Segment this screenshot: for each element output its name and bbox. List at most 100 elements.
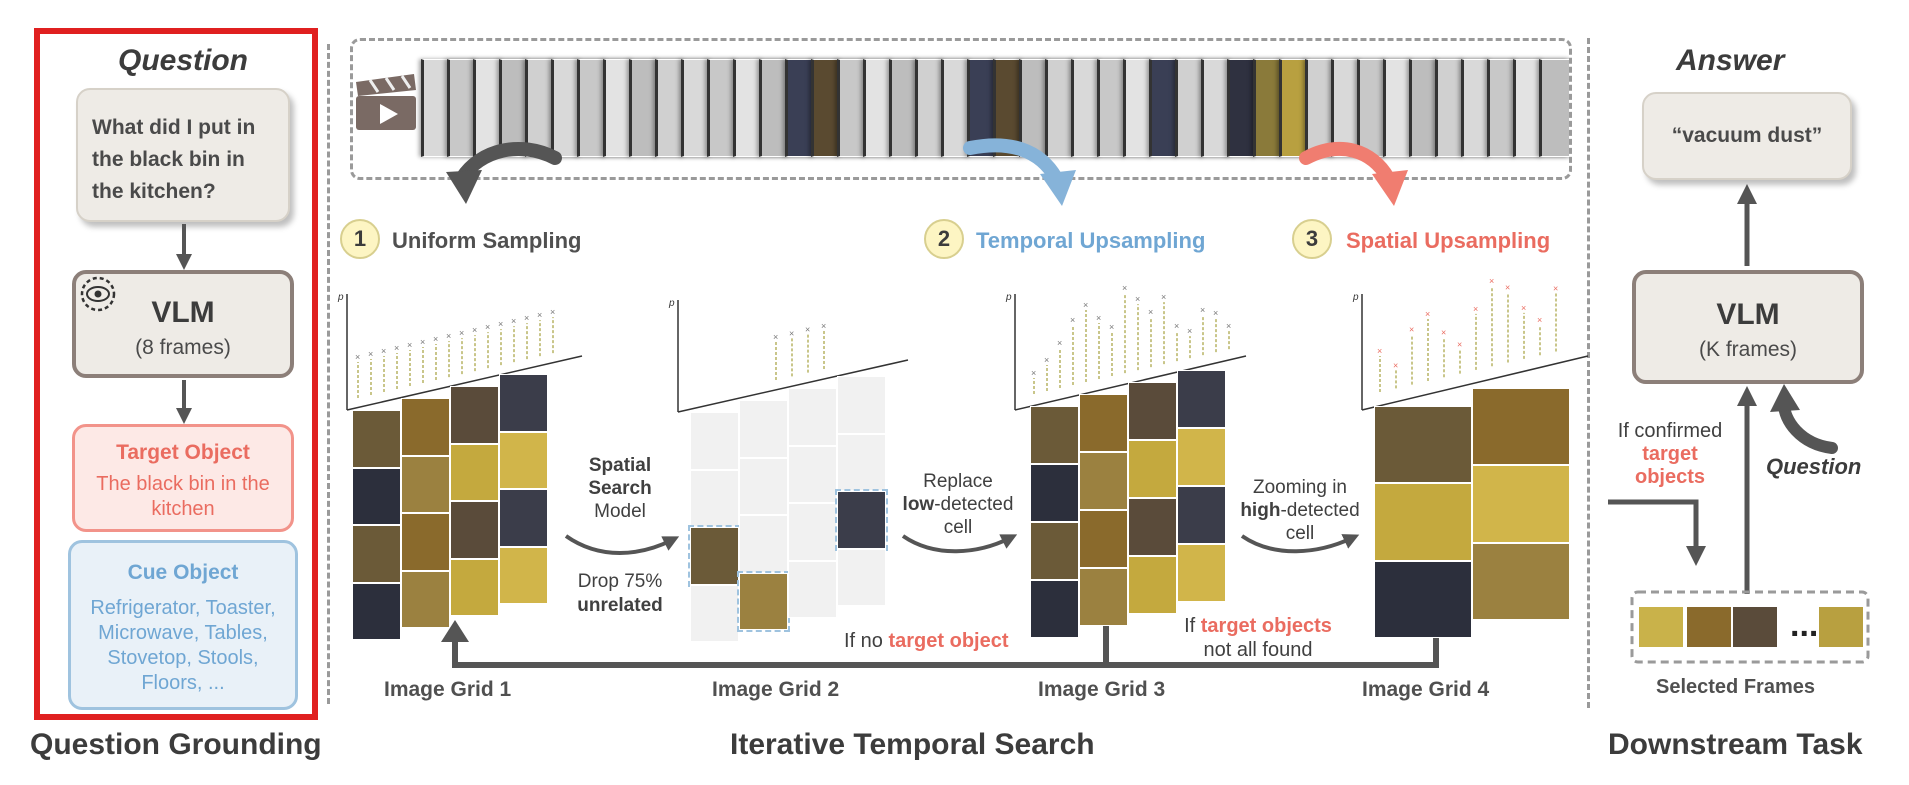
probability-marker: ×	[485, 322, 490, 332]
step-badge-2: 2	[924, 219, 964, 259]
selected-frames-box	[1630, 590, 1870, 664]
probability-marker: ×	[1200, 305, 1205, 315]
probability-marker: ×	[1393, 360, 1398, 370]
zoom-line-bold: high	[1240, 500, 1281, 521]
selected-frame-thumbnail	[1818, 606, 1864, 648]
zoom-line: cell	[1285, 523, 1315, 544]
divider-left	[327, 44, 330, 704]
zoom-line: Zooming in	[1253, 477, 1347, 498]
vlm-title: VLM	[1716, 298, 1780, 331]
cue-object-card: Cue Object Refrigerator, Toaster, Microw…	[68, 540, 298, 710]
probability-marker: ×	[1109, 322, 1114, 332]
if-no-target: target object	[888, 630, 1009, 652]
probability-chart-1-axes	[346, 294, 583, 411]
spatial-search-model-label: Spatial Search Model	[572, 454, 668, 523]
grid-cell	[739, 515, 788, 573]
temporal-upsampling-arrow	[963, 138, 1063, 185]
selected-frame-thumbnail	[1638, 606, 1684, 648]
probability-marker: ×	[524, 313, 529, 323]
answer-text: “vacuum dust”	[1671, 124, 1823, 147]
axis-label: p	[668, 298, 675, 309]
probability-marker: ×	[1096, 313, 1101, 323]
probability-marker: ×	[537, 310, 542, 320]
vlm-subtitle: (8 frames)	[135, 336, 231, 359]
probability-marker: ×	[433, 334, 438, 344]
probability-chart-4-axes	[1361, 294, 1589, 411]
probability-marker: ×	[394, 343, 399, 353]
arrow-head	[441, 620, 469, 642]
probability-marker: ×	[821, 321, 826, 331]
question-grounding-frame	[34, 28, 318, 720]
vision-gear-icon	[80, 276, 116, 312]
confirm-line: If confirmed	[1617, 420, 1723, 442]
grid-cell	[737, 570, 790, 632]
grid-cell	[1079, 568, 1128, 626]
grid-cell	[1030, 580, 1079, 638]
probability-marker: ×	[1213, 308, 1218, 318]
arrow	[901, 534, 1018, 554]
question-input-label: Question	[1766, 454, 1862, 479]
axis-label: p	[1352, 292, 1359, 303]
grid-cell	[835, 489, 888, 551]
arrow	[564, 534, 680, 555]
selected-frame-thumbnail	[1686, 606, 1732, 648]
grid-cell	[450, 501, 499, 559]
cue-object-line: Microwave, Tables,	[98, 622, 268, 644]
grid-cell	[690, 412, 739, 470]
probability-marker: ×	[472, 325, 477, 335]
if-no-prefix: If no	[844, 630, 883, 652]
step-badge-3: 3	[1292, 219, 1332, 259]
target-object-title: Target Object	[116, 441, 250, 464]
grid-cell	[1472, 542, 1570, 620]
question-grounding-label: Question Grounding	[30, 728, 322, 761]
probability-marker: ×	[1148, 307, 1153, 317]
grid-cell	[352, 410, 401, 468]
arrow-head	[446, 170, 482, 204]
grid-cell	[401, 570, 450, 628]
divider-right	[1587, 38, 1590, 708]
grid-cell	[1472, 465, 1570, 543]
grid-cell	[1177, 428, 1226, 486]
drop-line: Drop 75%	[577, 571, 663, 592]
if-target-red: target objects	[1200, 615, 1332, 637]
grid-cell	[1128, 440, 1177, 498]
grid-cell	[1177, 544, 1226, 602]
spatial-model-line: Spatial	[588, 455, 652, 476]
grid-cell	[352, 525, 401, 583]
probability-marker: ×	[1135, 294, 1140, 304]
vlm-k-frames-box: VLM (K frames)	[1632, 270, 1864, 384]
probability-marker: ×	[1489, 276, 1494, 286]
video-clapper-icon	[356, 74, 416, 130]
video-filmstrip	[350, 38, 1572, 180]
grid-cell	[352, 582, 401, 640]
grid-cell	[450, 558, 499, 616]
grid-cell	[788, 388, 837, 446]
probability-marker: ×	[1457, 340, 1462, 350]
probability-marker: ×	[1044, 355, 1049, 365]
probability-marker: ×	[459, 328, 464, 338]
grid-cell	[1177, 370, 1226, 428]
axis-label: p	[337, 292, 344, 303]
grid-cell	[401, 398, 450, 456]
grid-cell	[499, 374, 548, 432]
grid-cell	[837, 548, 886, 606]
grid-cell	[1030, 522, 1079, 580]
grid-cell	[1472, 388, 1570, 466]
probability-marker: ×	[446, 331, 451, 341]
question-card: What did I put in the black bin in the k…	[76, 88, 290, 222]
zoom-high-detected-label: Zooming in high-detected cell	[1232, 476, 1368, 545]
cue-object-line: Refrigerator, Toaster,	[90, 597, 276, 619]
target-object-card: Target Object The black bin in the kitch…	[72, 424, 294, 532]
grid-cell	[1079, 394, 1128, 452]
probability-stems: ××××××××××××××××××××××××××××××××××××××××…	[355, 276, 1558, 398]
replace-line-bold: low	[902, 494, 935, 515]
grid-cell	[690, 584, 739, 642]
probability-marker: ×	[407, 340, 412, 350]
ellipsis: ...	[1790, 606, 1819, 644]
probability-chart-2-axes	[677, 300, 909, 413]
arrow-head	[1770, 384, 1800, 412]
arrow-head	[1372, 170, 1408, 206]
grid-cell	[690, 469, 739, 527]
replace-low-detected-label: Replace low-detected cell	[896, 470, 1020, 539]
